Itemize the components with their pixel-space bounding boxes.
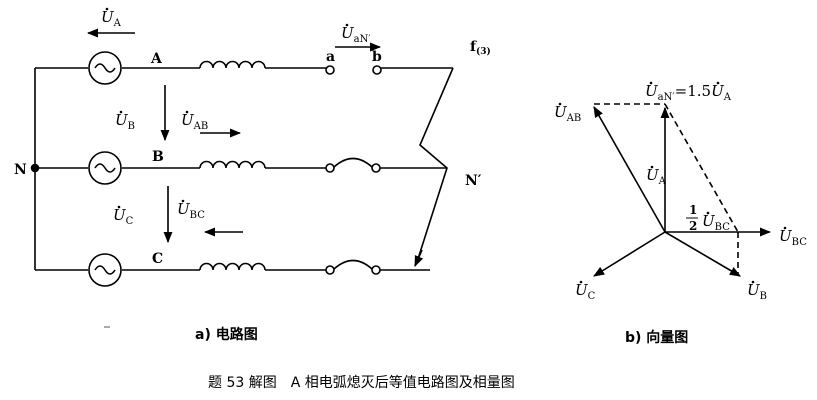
label-phase-b: B (152, 149, 164, 165)
fault-path (416, 67, 454, 263)
label-terminal-b: b (372, 49, 382, 65)
phasor-uab (593, 106, 666, 233)
inductor-b (199, 160, 266, 169)
label-uc: UC (113, 206, 134, 227)
phase-a-line (35, 51, 453, 85)
circuit-diagram (30, 28, 454, 287)
terminal-a (325, 65, 335, 75)
label-phasor-uan: UaN′=1.5UA (645, 82, 732, 103)
label-ua: UA (101, 8, 122, 29)
fault-arrow (414, 249, 424, 268)
label-phasor-ua: UA (646, 166, 667, 187)
phasor-dots-vector (558, 81, 787, 284)
svg-text:2: 2 (689, 219, 697, 233)
phasor-uc (593, 231, 666, 277)
label-phasor-uc: UC (575, 281, 596, 302)
label-phase-c: C (152, 251, 163, 267)
label-phasor-uab: UAB (554, 103, 581, 124)
label-fault: f(3) (470, 39, 491, 57)
figure-caption: 题 53 解图 A 相电弧熄灭后等值电路图及相量图 (208, 374, 515, 391)
inductor-a (199, 60, 266, 69)
label-phase-a: A (150, 51, 163, 67)
label-neutral-prime: N′ (465, 173, 482, 189)
label-uab: UAB (181, 111, 208, 132)
phasor-ub (664, 231, 741, 277)
terminal-b (372, 65, 382, 75)
label-uan: UaN′ (341, 24, 371, 45)
phasor-dots-circuit (105, 7, 349, 209)
inductor-c (199, 262, 266, 271)
caption-b: b) 向量图 (625, 329, 688, 346)
label-phasor-half-ubc: UBC (702, 212, 730, 233)
label-phasor-ub: UB (747, 281, 767, 302)
phase-c-line (35, 253, 430, 287)
label-neutral: N (14, 162, 27, 178)
fraction-half: 1 2 (686, 203, 698, 233)
phase-b-line (35, 151, 447, 185)
dashed-construction (594, 103, 739, 276)
label-terminal-a: a (326, 49, 335, 65)
label-phasor-ubc: UBC (779, 227, 807, 248)
switch-c-closed (333, 259, 373, 270)
caption-a: a) 电路图 (195, 326, 258, 343)
svg-text:1: 1 (689, 203, 697, 217)
label-ubc: UBC (177, 200, 205, 221)
phasor-diagram (593, 103, 772, 277)
switch-b-closed (333, 157, 373, 168)
label-ub: UB (115, 111, 135, 132)
